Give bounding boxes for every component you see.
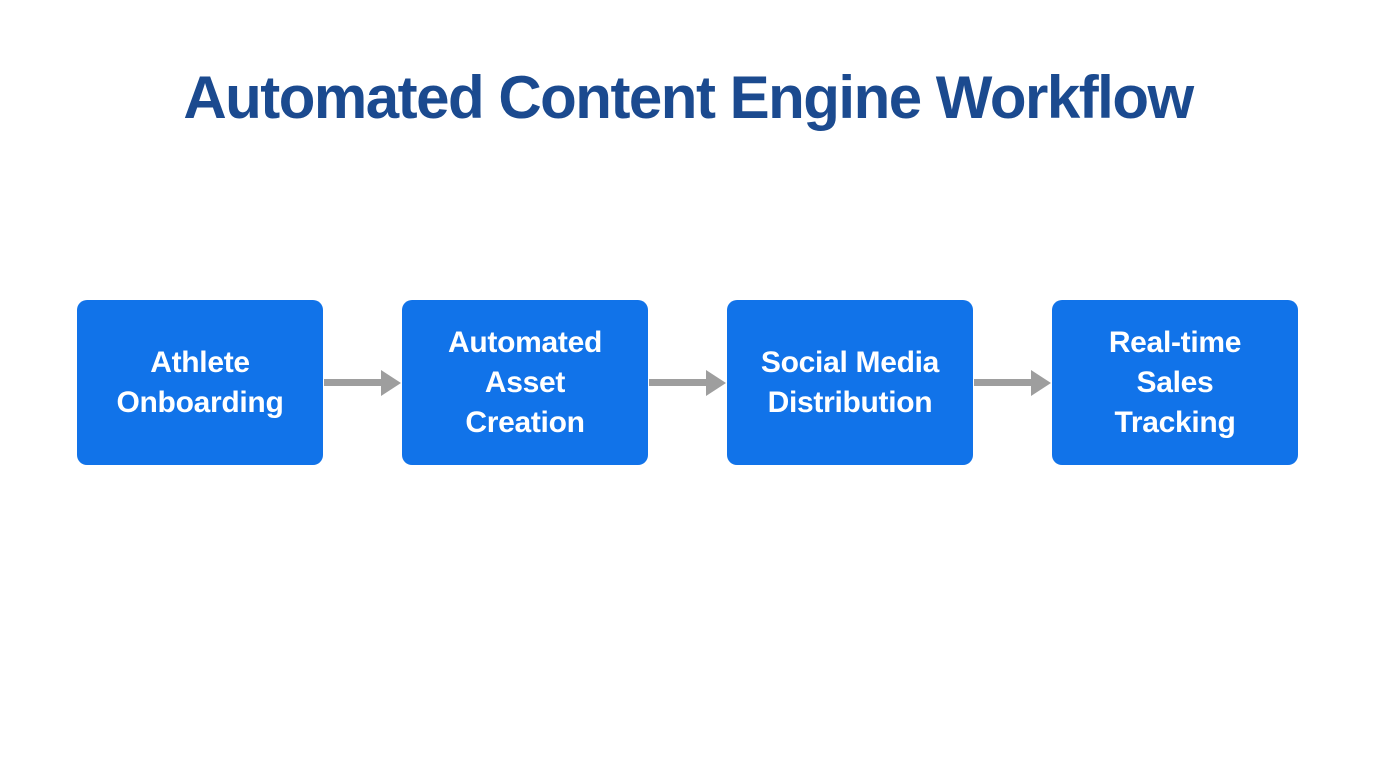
arrow-head (1031, 369, 1051, 396)
flow-step-label: Automated Asset Creation (448, 325, 602, 439)
flow-step-social-media-distribution: Social Media Distribution (727, 300, 973, 465)
arrow-right-icon (973, 368, 1052, 398)
arrow-line (649, 379, 707, 386)
arrow-right-icon (648, 368, 727, 398)
arrow-head (381, 369, 401, 396)
flow-step-athlete-onboarding: Athlete Onboarding (77, 300, 323, 465)
flow-step-automated-asset-creation: Automated Asset Creation (402, 300, 648, 465)
flow-step-label: Real-time Sales Tracking (1108, 325, 1242, 439)
arrow-right-icon (323, 368, 402, 398)
workflow-steps-row: Athlete Onboarding Automated Asset Creat… (77, 300, 1298, 465)
arrow-head (706, 369, 726, 396)
arrow-line (974, 379, 1032, 386)
page-title: Automated Content Engine Workflow (183, 64, 1194, 131)
flow-step-label: Athlete Onboarding (116, 345, 284, 419)
flow-step-label: Social Media Distribution (760, 345, 940, 419)
arrow-line (324, 379, 382, 386)
flow-step-real-time-sales-tracking: Real-time Sales Tracking (1052, 300, 1298, 465)
